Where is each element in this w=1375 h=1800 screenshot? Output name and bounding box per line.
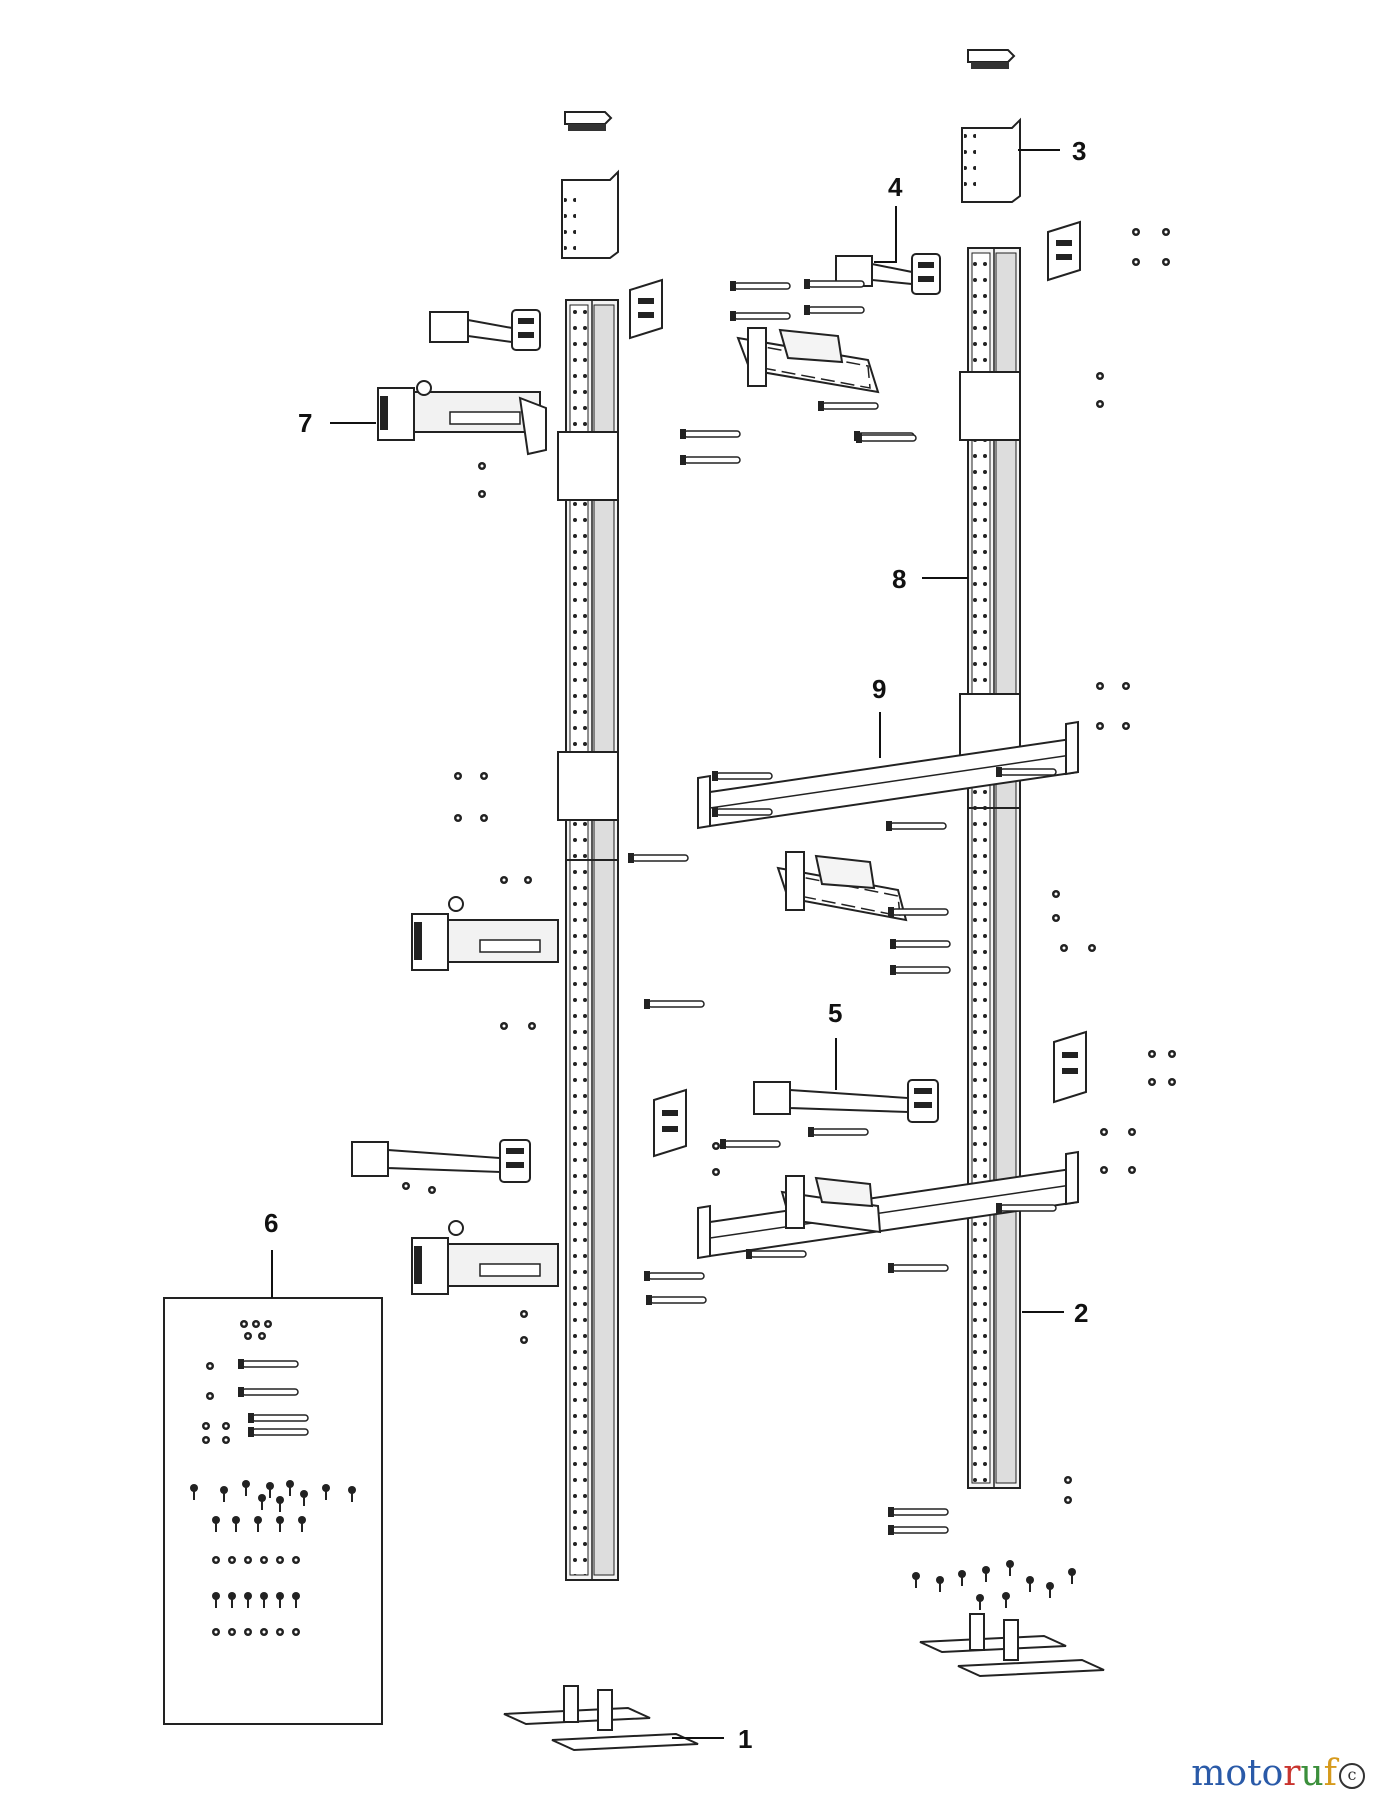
base-plate-left: [503, 1685, 699, 1752]
mount-bracket-top-left: [429, 309, 541, 351]
callout-5: 5: [828, 998, 842, 1028]
base-plate-right: [919, 1613, 1105, 1678]
watermark-letter: m: [1191, 1753, 1226, 1794]
side-plate-top-right: [1047, 220, 1081, 282]
watermark-letter: f: [1323, 1753, 1337, 1794]
callout-labels: 1 2 3 4 5 6 7 8 9: [264, 136, 1088, 1754]
left-top-cap: [564, 111, 613, 131]
watermark-badge: c: [1339, 1763, 1365, 1789]
watermark-letter: o: [1225, 1753, 1248, 1794]
end-channel-part-3: [961, 117, 1021, 203]
arm-bracket-mid-left: [411, 896, 559, 971]
callout-3: 3: [1072, 136, 1086, 166]
left-upright: [557, 299, 619, 1581]
side-plate-mid-left: [653, 1088, 687, 1158]
base-screws-right: [911, 1559, 1077, 1611]
callout-4: 4: [888, 172, 903, 202]
left-end-channel: [561, 169, 619, 259]
callout-9: 9: [872, 674, 886, 704]
arm-cradle-middle: [776, 851, 951, 976]
right-upright: [959, 247, 1021, 1489]
mount-bracket-left-mid: [351, 1139, 531, 1183]
callout-6: 6: [264, 1208, 278, 1238]
callout-8: 8: [892, 564, 906, 594]
mount-bracket-part-5: [719, 1079, 939, 1150]
hardware-kit-box: [163, 1297, 383, 1725]
arm-bracket-low-left: [411, 1220, 559, 1295]
arm-bracket-upper-left: [377, 380, 547, 456]
watermark-letter: r: [1283, 1753, 1301, 1794]
mount-bracket-part-4: [835, 253, 941, 295]
right-top-cap: [967, 49, 1016, 69]
watermark-letter: u: [1300, 1753, 1324, 1794]
cross-rail-upper: [697, 720, 1079, 830]
callout-7: 7: [298, 408, 312, 438]
watermark-letter: t: [1247, 1753, 1262, 1794]
side-plate-top-mid: [629, 278, 663, 340]
arm-cradle-lower: [780, 1175, 949, 1274]
watermark-letter: o: [1261, 1753, 1284, 1794]
side-plate-mid-right: [1053, 1030, 1087, 1104]
leader-lines: [271, 149, 1064, 1739]
arm-cradle-top: [736, 327, 915, 442]
cross-rail-lower: [697, 1150, 1079, 1260]
callout-1: 1: [738, 1724, 752, 1754]
callout-2: 2: [1074, 1298, 1088, 1328]
